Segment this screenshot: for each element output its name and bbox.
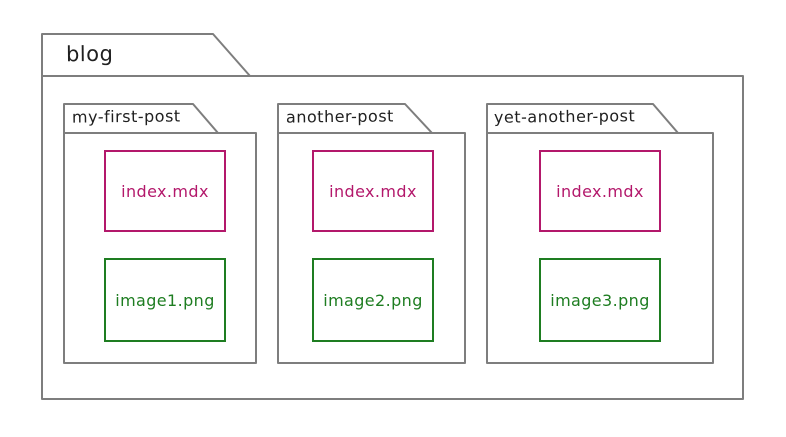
file-name: index.mdx	[121, 181, 209, 201]
subfolder-label: yet-another-post	[493, 106, 636, 127]
root-folder-label: blog	[65, 41, 114, 67]
file-name: index.mdx	[556, 181, 644, 201]
file-box-image-png: image2.png	[312, 258, 434, 342]
file-name: image2.png	[323, 290, 423, 310]
file-box-index-mdx: index.mdx	[104, 150, 226, 232]
subfolder-2-tab-outline	[277, 103, 433, 134]
file-name: index.mdx	[329, 181, 417, 201]
subfolder-label: another-post	[285, 106, 394, 127]
file-box-index-mdx: index.mdx	[539, 150, 661, 232]
file-box-index-mdx: index.mdx	[312, 150, 434, 232]
file-box-image-png: image3.png	[539, 258, 661, 342]
file-name: image3.png	[550, 290, 650, 310]
file-box-image-png: image1.png	[104, 258, 226, 342]
subfolder-label: my-first-post	[71, 106, 181, 127]
subfolder-3-tab-outline	[486, 103, 679, 134]
subfolder-1-tab-outline	[63, 103, 219, 134]
blog-folder-tab-outline	[41, 33, 251, 77]
file-name: image1.png	[115, 290, 215, 310]
